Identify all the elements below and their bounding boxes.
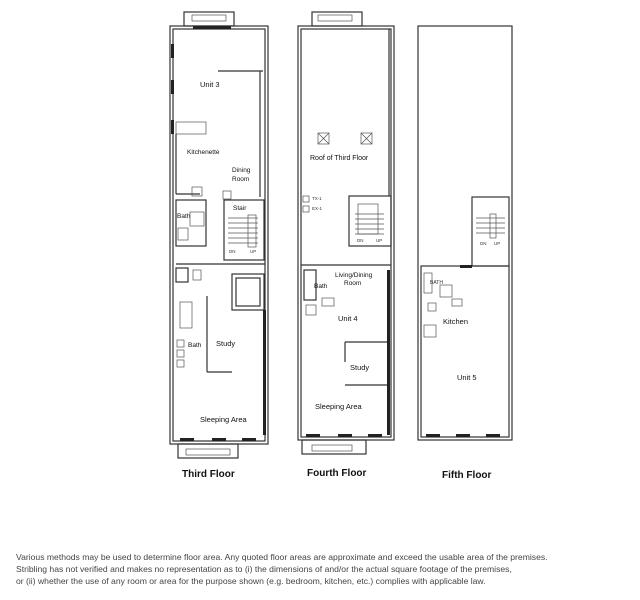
room-label: Bath xyxy=(188,342,202,349)
room-label: Room xyxy=(232,176,249,183)
fifth-floor-plan: DN UP BATH Kitchen Unit 5 Fifth Floor xyxy=(417,25,513,481)
room-label: Study xyxy=(350,363,369,372)
equipment-label: EX-1 xyxy=(312,206,323,211)
room-label: BATH xyxy=(430,280,443,286)
room-label: Bath xyxy=(314,283,328,290)
disclaimer-line: Various methods may be used to determine… xyxy=(16,552,548,562)
third-floor-plan: Unit 3 Kitchenette Dining Room Bath Stai… xyxy=(169,11,269,480)
floor-caption: Fourth Floor xyxy=(307,468,367,479)
room-label: Roof of Third Floor xyxy=(310,155,369,162)
equipment-label: TX-1 xyxy=(312,196,322,201)
room-label: Stair xyxy=(233,205,247,212)
disclaimer-line: Stribling has not verified and makes no … xyxy=(16,564,512,574)
disclaimer: Various methods may be used to determine… xyxy=(16,551,548,587)
floor-caption: Fifth Floor xyxy=(442,470,492,481)
room-label: Unit 4 xyxy=(338,314,358,323)
floor-caption: Third Floor xyxy=(182,469,235,480)
room-label: Sleeping Area xyxy=(200,415,248,424)
disclaimer-line: or (ii) whether the use of any room or a… xyxy=(16,576,486,586)
room-label: Sleeping Area xyxy=(315,402,363,411)
floor-plans: Unit 3 Kitchenette Dining Room Bath Stai… xyxy=(169,11,513,481)
room-label: Room xyxy=(344,280,361,287)
stair-label: DN xyxy=(480,241,487,246)
room-label: Kitchen xyxy=(443,317,468,326)
fourth-floor-plan: Roof of Third Floor TX-1 EX-1 DN UP Livi… xyxy=(297,11,395,479)
stair-label: DN xyxy=(229,249,236,254)
room-label: Unit 3 xyxy=(200,80,220,89)
stair-label: DN xyxy=(357,238,364,243)
stair-label: UP xyxy=(494,241,500,246)
room-label: Bath xyxy=(177,213,191,220)
stair-label: UP xyxy=(376,238,382,243)
stair-label: UP xyxy=(250,249,256,254)
room-label: Living/Dining xyxy=(335,272,373,279)
room-label: Kitchenette xyxy=(187,149,220,156)
room-label: Unit 5 xyxy=(457,373,477,382)
room-label: Study xyxy=(216,339,235,348)
room-label: Dining xyxy=(232,167,251,174)
